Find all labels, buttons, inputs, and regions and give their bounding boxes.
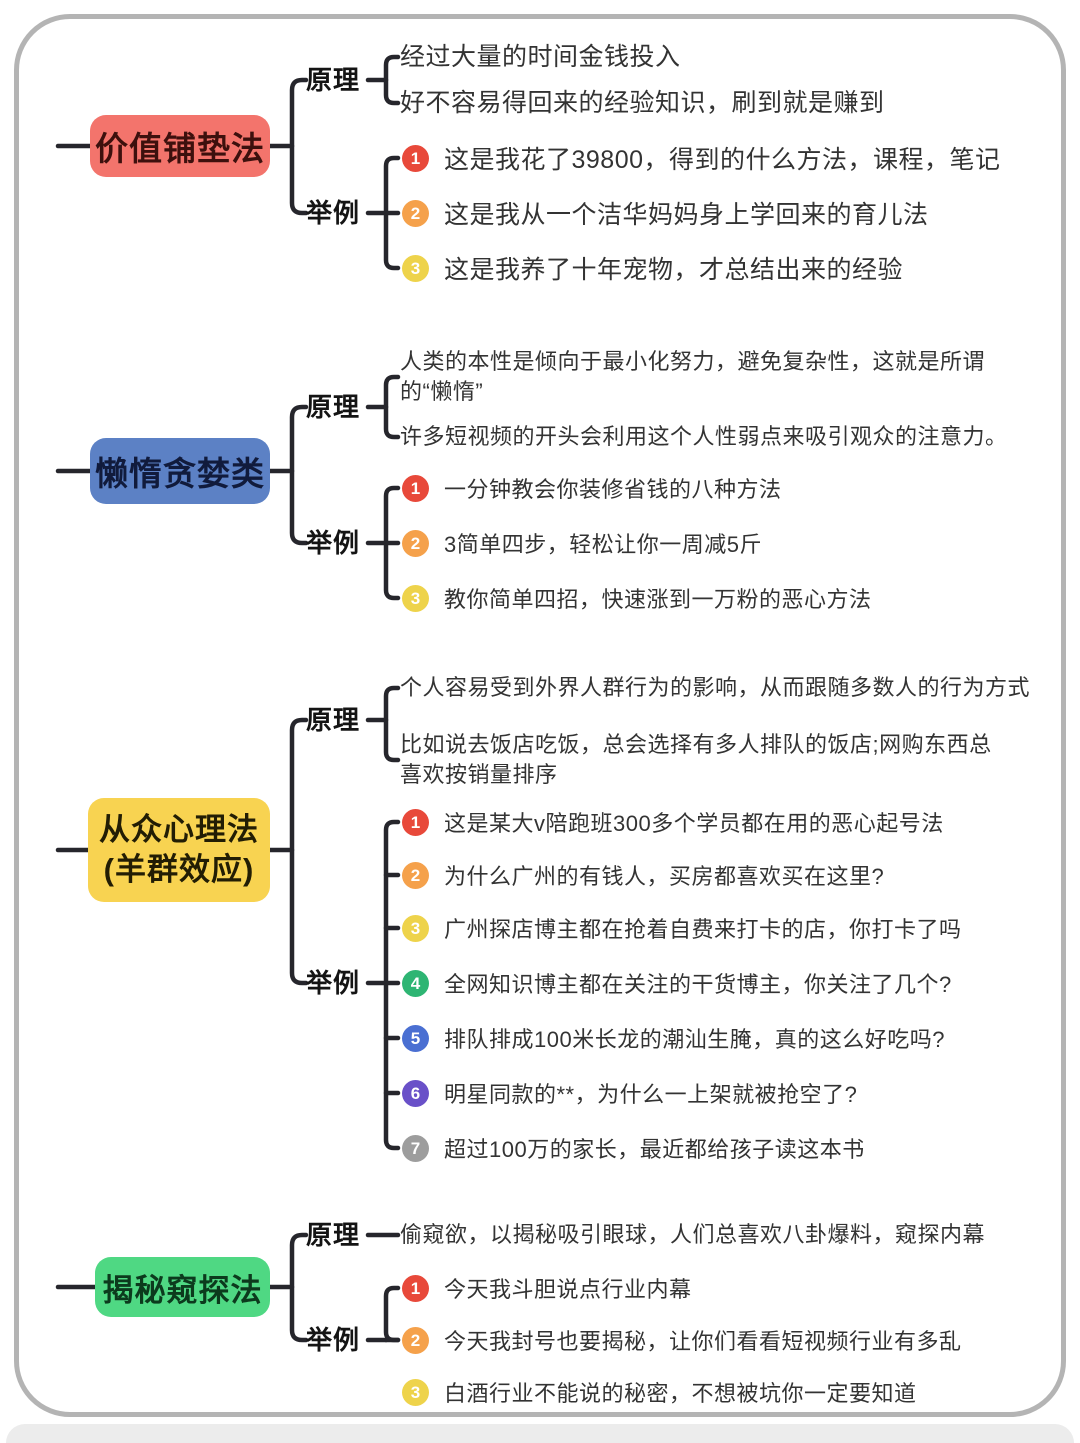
example-label: 举例 xyxy=(306,1325,361,1355)
numbered-badge: 2 xyxy=(402,861,429,889)
example-item: 4 全网知识博主都在关注的干货博主，你关注了几个? xyxy=(402,969,952,997)
numbered-badge: 1 xyxy=(402,144,429,172)
example-text: 这是我花了39800，得到的什么方法，课程，笔记 xyxy=(444,146,1001,174)
example-label: 举例 xyxy=(306,528,361,558)
card-frame xyxy=(14,14,1066,1417)
branch-title: 从众心理法 xyxy=(99,811,259,847)
example-text: 这是我从一个洁华妈妈身上学回来的育儿法 xyxy=(444,201,929,229)
example-item: 2 今天我封号也要揭秘，让你们看看短视频行业有多乱 xyxy=(402,1326,962,1354)
example-label: 举例 xyxy=(306,198,361,228)
example-item: 1 一分钟教会你装修省钱的八种方法 xyxy=(402,474,782,502)
numbered-badge: 5 xyxy=(402,1024,429,1052)
branch3-connectors xyxy=(55,685,401,1151)
numbered-badge: 7 xyxy=(402,1134,429,1162)
branch-node-value-padding: 价值铺垫法 xyxy=(90,115,270,177)
numbered-badge: 2 xyxy=(402,529,429,557)
principle-text: 比如说去饭店吃饭，总会选择有多人排队的饭店;网购东西总喜欢按销量排序 xyxy=(400,732,992,787)
branch1-connectors xyxy=(55,54,401,271)
example-item: 3 这是我养了十年宠物，才总结出来的经验 xyxy=(402,254,903,284)
principle-text: 个人容易受到外界人群行为的影响，从而跟随多数人的行为方式 xyxy=(400,675,1031,700)
example-item: 1 这是某大v陪跑班300多个学员都在用的恶心起号法 xyxy=(402,808,944,836)
example-item: 3 广州探店博主都在抢着自费来打卡的店，你打卡了吗 xyxy=(402,914,962,942)
example-text: 3简单四步，轻松让你一周减5斤 xyxy=(444,532,762,557)
numbered-badge: 3 xyxy=(402,914,429,942)
example-item: 7 超过100万的家长，最近都给孩子读这本书 xyxy=(402,1134,865,1162)
example-text: 超过100万的家长，最近都给孩子读这本书 xyxy=(444,1137,865,1162)
example-text: 今天我斗胆说点行业内幕 xyxy=(444,1277,692,1302)
numbered-badge: 1 xyxy=(402,808,429,836)
example-item: 1 今天我斗胆说点行业内幕 xyxy=(402,1274,692,1302)
example-text: 排队排成100米长龙的潮汕生腌，真的这么好吃吗? xyxy=(444,1027,945,1052)
principle-text: 经过大量的时间金钱投入 xyxy=(400,43,681,71)
principle-text: 好不容易得回来的经验知识，刷到就是赚到 xyxy=(400,89,885,117)
principle-label: 原理 xyxy=(306,705,361,735)
example-item: 3 教你简单四招，快速涨到一万粉的恶心方法 xyxy=(402,584,872,612)
branch2-connectors xyxy=(55,374,401,601)
numbered-badge: 3 xyxy=(402,1378,429,1406)
example-item: 3 白酒行业不能说的秘密，不想被坑你一定要知道 xyxy=(402,1378,917,1406)
numbered-badge: 3 xyxy=(402,254,429,282)
principle-label: 原理 xyxy=(306,1220,361,1250)
example-item: 6 明星同款的**，为什么一上架就被抢空了? xyxy=(402,1079,857,1107)
principle-text: 偷窥欲，以揭秘吸引眼球，人们总喜欢八卦爆料，窥探内幕 xyxy=(400,1222,986,1247)
branch-node-secret-reveal: 揭秘窥探法 xyxy=(95,1257,270,1317)
example-text: 全网知识博主都在关注的干货博主，你关注了几个? xyxy=(444,972,952,997)
branch-node-lazy-greedy: 懒惰贪婪类 xyxy=(90,438,270,504)
example-text: 今天我封号也要揭秘，让你们看看短视频行业有多乱 xyxy=(444,1329,962,1354)
branch4-connectors xyxy=(55,1232,401,1343)
example-text: 为什么广州的有钱人，买房都喜欢买在这里? xyxy=(444,864,885,889)
numbered-badge: 2 xyxy=(402,1326,429,1354)
principle-label: 原理 xyxy=(306,65,361,95)
example-label: 举例 xyxy=(306,968,361,998)
numbered-badge: 6 xyxy=(402,1079,429,1107)
branch-node-herd-mentality: 从众心理法 (羊群效应) xyxy=(88,798,270,902)
example-text: 白酒行业不能说的秘密，不想被坑你一定要知道 xyxy=(444,1381,917,1406)
principle-label: 原理 xyxy=(306,392,361,422)
principle-text: 人类的本性是倾向于最小化努力，避免复杂性，这就是所谓的“懒惰” xyxy=(400,349,986,404)
example-item: 2 这是我从一个洁华妈妈身上学回来的育儿法 xyxy=(402,199,929,229)
example-text: 教你简单四招，快速涨到一万粉的恶心方法 xyxy=(444,587,872,612)
principle-text: 许多短视频的开头会利用这个人性弱点来吸引观众的注意力。 xyxy=(400,424,1008,449)
numbered-badge: 1 xyxy=(402,1274,429,1302)
example-text: 这是某大v陪跑班300多个学员都在用的恶心起号法 xyxy=(444,811,944,836)
branch-subtitle: (羊群效应) xyxy=(103,852,255,887)
example-text: 广州探店博主都在抢着自费来打卡的店，你打卡了吗 xyxy=(444,917,962,942)
example-item: 2 为什么广州的有钱人，买房都喜欢买在这里? xyxy=(402,861,884,889)
numbered-badge: 2 xyxy=(402,199,429,227)
example-item: 5 排队排成100米长龙的潮汕生腌，真的这么好吃吗? xyxy=(402,1024,945,1052)
numbered-badge: 4 xyxy=(402,969,429,997)
next-card-edge xyxy=(6,1424,1074,1443)
example-text: 一分钟教会你装修省钱的八种方法 xyxy=(444,477,782,502)
example-item: 1 这是我花了39800，得到的什么方法，课程，笔记 xyxy=(402,144,1001,174)
numbered-badge: 3 xyxy=(402,584,429,612)
example-text: 这是我养了十年宠物，才总结出来的经验 xyxy=(444,256,904,284)
example-item: 2 3简单四步，轻松让你一周减5斤 xyxy=(402,529,762,557)
example-text: 明星同款的**，为什么一上架就被抢空了? xyxy=(444,1082,858,1107)
numbered-badge: 1 xyxy=(402,474,429,502)
